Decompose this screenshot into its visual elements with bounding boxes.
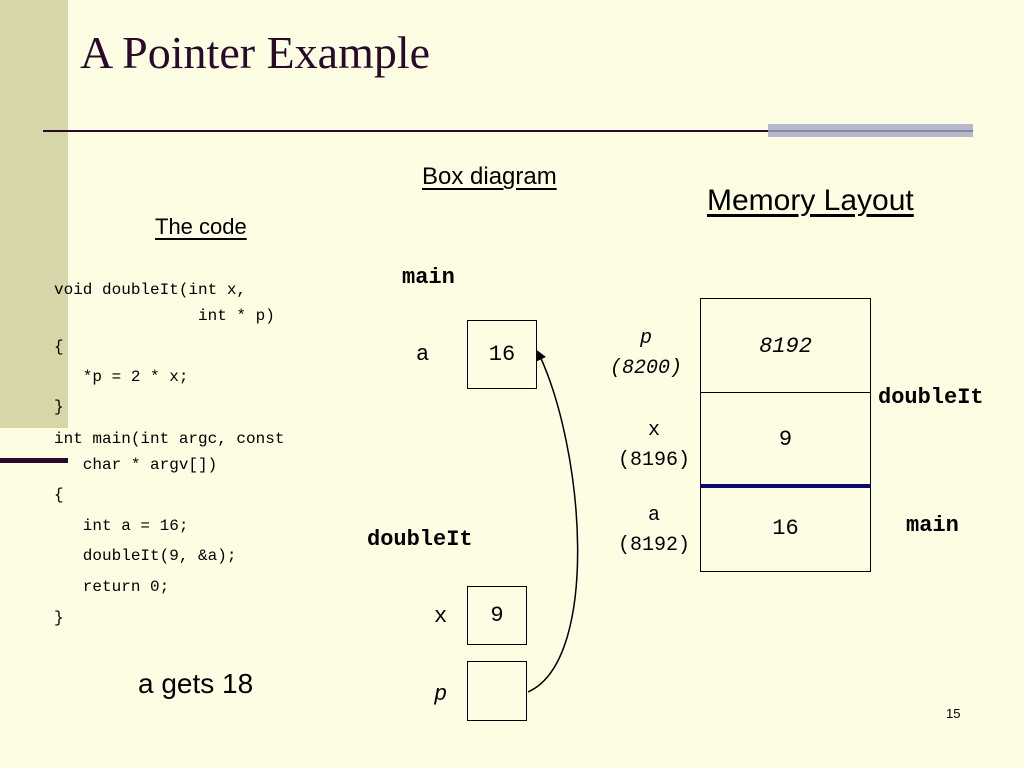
code-line-12: } — [54, 609, 64, 627]
frame-divider-line — [700, 484, 871, 488]
title-rule — [43, 130, 973, 132]
conclusion-text: a gets 18 — [138, 668, 254, 699]
box-p-value — [467, 661, 527, 721]
memory-p-address: (8200) — [609, 357, 682, 380]
memory-layout-heading: Memory Layout — [707, 184, 914, 217]
pointer-arrow — [527, 350, 579, 693]
code-line-1: void doubleIt(int x, — [54, 281, 247, 299]
title-accent-line — [768, 130, 973, 132]
memory-cell-x-value: 9 — [700, 392, 871, 487]
box-p-label: p — [434, 682, 448, 707]
memory-x-address: (8196) — [617, 449, 690, 472]
code-line-10: doubleIt(9, &a); — [54, 547, 237, 565]
code-line-11: return 0; — [54, 578, 170, 596]
memory-a-address-label: a (8192) — [608, 501, 700, 561]
left-decoration-band — [0, 0, 68, 428]
memory-p-name: p — [639, 327, 652, 350]
code-line-6: int main(int argc, const — [54, 430, 285, 448]
memory-a-address: (8192) — [617, 534, 690, 557]
left-decoration-stub — [0, 458, 68, 463]
code-line-9: int a = 16; — [54, 517, 189, 535]
code-heading: The code — [155, 214, 247, 239]
slide-number: 15 — [946, 706, 961, 721]
slide-title: A Pointer Example — [80, 27, 431, 78]
memory-cell-p-value: 8192 — [700, 298, 871, 394]
box-doubleit-frame-label: doubleIt — [367, 527, 473, 552]
box-x-label: x — [434, 604, 448, 629]
memory-x-name: x — [647, 419, 660, 442]
box-main-frame-label: main — [402, 265, 455, 290]
code-line-7: char * argv[]) — [54, 456, 218, 474]
code-line-4: *p = 2 * x; — [54, 368, 189, 386]
memory-p-address-label: p (8200) — [600, 324, 692, 384]
box-a-value: 16 — [467, 320, 537, 389]
code-line-5: } — [54, 398, 64, 416]
box-x-value: 9 — [467, 586, 527, 645]
memory-x-address-label: x (8196) — [608, 416, 700, 476]
box-a-label: a — [416, 342, 430, 367]
memory-doubleit-frame-label: doubleIt — [878, 385, 984, 410]
memory-main-frame-label: main — [906, 513, 959, 538]
code-line-2: int * p) — [54, 307, 275, 325]
box-diagram-heading: Box diagram — [422, 163, 557, 190]
code-line-8: { — [54, 486, 64, 504]
memory-a-name: a — [647, 504, 660, 527]
memory-cell-a-value: 16 — [700, 485, 871, 572]
code-line-3: { — [54, 338, 64, 356]
